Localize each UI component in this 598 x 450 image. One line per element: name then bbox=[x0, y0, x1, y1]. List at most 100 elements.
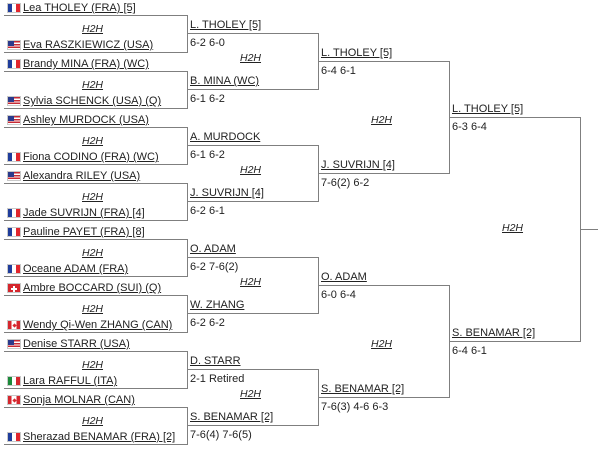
bracket-line bbox=[187, 183, 188, 221]
player-name[interactable]: Sonja MOLNAR (CAN) bbox=[23, 394, 135, 406]
semifinal-winner[interactable]: L. THOLEY [5] bbox=[452, 103, 524, 115]
match-score: 6-2 6-0 bbox=[190, 37, 225, 49]
player-name[interactable]: Sylvia SCHENCK (USA) (Q) bbox=[23, 95, 162, 107]
bracket-line bbox=[580, 229, 598, 230]
bracket-line bbox=[4, 388, 187, 389]
bracket-line bbox=[187, 201, 318, 202]
bracket-line bbox=[4, 239, 187, 240]
player-name[interactable]: Brandy MINA (FRA) (WC) bbox=[23, 58, 149, 70]
match-score: 7-6(3) 4-6 6-3 bbox=[321, 401, 389, 413]
bracket-line bbox=[187, 295, 188, 333]
h2h-link[interactable]: H2H bbox=[82, 359, 104, 371]
match-score: 6-3 6-4 bbox=[452, 121, 487, 133]
bracket-line bbox=[187, 407, 188, 445]
fra-flag-icon bbox=[7, 208, 21, 218]
fra-flag-icon bbox=[7, 152, 21, 162]
quarterfinal-winner[interactable]: J. SUVRIJN [4] bbox=[321, 159, 395, 171]
bracket-line bbox=[187, 127, 188, 165]
player-name[interactable]: Eva RASZKIEWICZ (USA) bbox=[23, 39, 154, 51]
bracket-line bbox=[187, 33, 318, 34]
player-name[interactable]: Pauline PAYET (FRA) [8] bbox=[23, 226, 145, 238]
usa-flag-icon bbox=[7, 96, 21, 106]
semifinal-winner[interactable]: S. BENAMAR [2] bbox=[452, 327, 536, 339]
player-name[interactable]: Denise STARR (USA) bbox=[23, 338, 130, 350]
quarterfinal-winner[interactable]: S. BENAMAR [2] bbox=[321, 383, 405, 395]
match-score: 6-1 6-2 bbox=[190, 93, 225, 105]
h2h-link[interactable]: H2H bbox=[82, 247, 104, 259]
quarterfinal-winner[interactable]: L. THOLEY [5] bbox=[321, 47, 393, 59]
player-name[interactable]: Wendy Qi-Wen ZHANG (CAN) bbox=[23, 319, 173, 331]
bracket-line bbox=[449, 117, 580, 118]
bracket-line bbox=[318, 285, 449, 286]
bracket-line bbox=[4, 52, 187, 53]
bracket-line bbox=[318, 173, 449, 174]
h2h-link[interactable]: H2H bbox=[502, 222, 524, 234]
player-name[interactable]: Alexandra RILEY (USA) bbox=[23, 170, 141, 182]
can-flag-icon bbox=[7, 395, 21, 405]
h2h-link[interactable]: H2H bbox=[240, 276, 262, 288]
h2h-link[interactable]: H2H bbox=[82, 191, 104, 203]
bracket-line bbox=[4, 220, 187, 221]
bracket-line bbox=[187, 369, 318, 370]
bracket-line bbox=[187, 313, 318, 314]
match-score: 6-4 6-1 bbox=[321, 65, 356, 77]
h2h-link[interactable]: H2H bbox=[82, 79, 104, 91]
h2h-link[interactable]: H2H bbox=[240, 388, 262, 400]
h2h-link[interactable]: H2H bbox=[371, 338, 393, 350]
sui-flag-icon bbox=[7, 283, 21, 293]
bracket-line bbox=[4, 295, 187, 296]
bracket-line bbox=[187, 239, 188, 277]
bracket-line bbox=[318, 61, 449, 62]
player-name[interactable]: Sherazad BENAMAR (FRA) [2] bbox=[23, 431, 176, 443]
player-name[interactable]: Oceane ADAM (FRA) bbox=[23, 263, 129, 275]
match-score: 6-1 6-2 bbox=[190, 149, 225, 161]
round2-winner[interactable]: B. MINA (WC) bbox=[190, 75, 260, 87]
bracket-line bbox=[187, 71, 188, 109]
usa-flag-icon bbox=[7, 339, 21, 349]
round2-winner[interactable]: D. STARR bbox=[190, 355, 241, 367]
quarterfinal-winner[interactable]: O. ADAM bbox=[321, 271, 367, 283]
player-name[interactable]: Jade SUVRIJN (FRA) [4] bbox=[23, 207, 145, 219]
bracket-line bbox=[4, 183, 187, 184]
bracket-line bbox=[187, 351, 188, 389]
bracket-line bbox=[4, 108, 187, 109]
round2-winner[interactable]: A. MURDOCK bbox=[190, 131, 261, 143]
round2-winner[interactable]: J. SUVRIJN [4] bbox=[190, 187, 264, 199]
h2h-link[interactable]: H2H bbox=[240, 52, 262, 64]
player-name[interactable]: Ambre BOCCARD (SUI) (Q) bbox=[23, 282, 162, 294]
h2h-link[interactable]: H2H bbox=[240, 164, 262, 176]
h2h-link[interactable]: H2H bbox=[82, 135, 104, 147]
bracket-line bbox=[449, 341, 580, 342]
round2-winner[interactable]: W. ZHANG bbox=[190, 299, 245, 311]
match-score: 6-2 6-2 bbox=[190, 317, 225, 329]
bracket-line bbox=[4, 276, 187, 277]
bracket-line bbox=[187, 89, 318, 90]
player-name[interactable]: Ashley MURDOCK (USA) bbox=[23, 114, 149, 126]
player-name[interactable]: Lea THOLEY (FRA) [5] bbox=[23, 2, 136, 14]
match-score: 2-1 Retired bbox=[190, 373, 245, 385]
h2h-link[interactable]: H2H bbox=[82, 303, 104, 315]
fra-flag-icon bbox=[7, 59, 21, 69]
bracket-line bbox=[4, 351, 187, 352]
h2h-link[interactable]: H2H bbox=[82, 23, 104, 35]
bracket-line bbox=[4, 15, 187, 16]
player-name[interactable]: Lara RAFFUL (ITA) bbox=[23, 375, 118, 387]
round2-winner[interactable]: L. THOLEY [5] bbox=[190, 19, 262, 31]
bracket-line bbox=[318, 397, 449, 398]
bracket-line bbox=[187, 15, 188, 53]
round2-winner[interactable]: S. BENAMAR [2] bbox=[190, 411, 274, 423]
round2-winner[interactable]: O. ADAM bbox=[190, 243, 236, 255]
h2h-link[interactable]: H2H bbox=[371, 114, 393, 126]
h2h-link[interactable]: H2H bbox=[82, 415, 104, 427]
match-score: 6-0 6-4 bbox=[321, 289, 356, 301]
match-score: 7-6(2) 6-2 bbox=[321, 177, 370, 189]
usa-flag-icon bbox=[7, 115, 21, 125]
match-score: 6-2 7-6(2) bbox=[190, 261, 239, 273]
bracket-line bbox=[4, 444, 187, 445]
bracket-line bbox=[4, 332, 187, 333]
fra-flag-icon bbox=[7, 227, 21, 237]
match-score: 6-4 6-1 bbox=[452, 345, 487, 357]
player-name[interactable]: Fiona CODINO (FRA) (WC) bbox=[23, 151, 159, 163]
usa-flag-icon bbox=[7, 171, 21, 181]
